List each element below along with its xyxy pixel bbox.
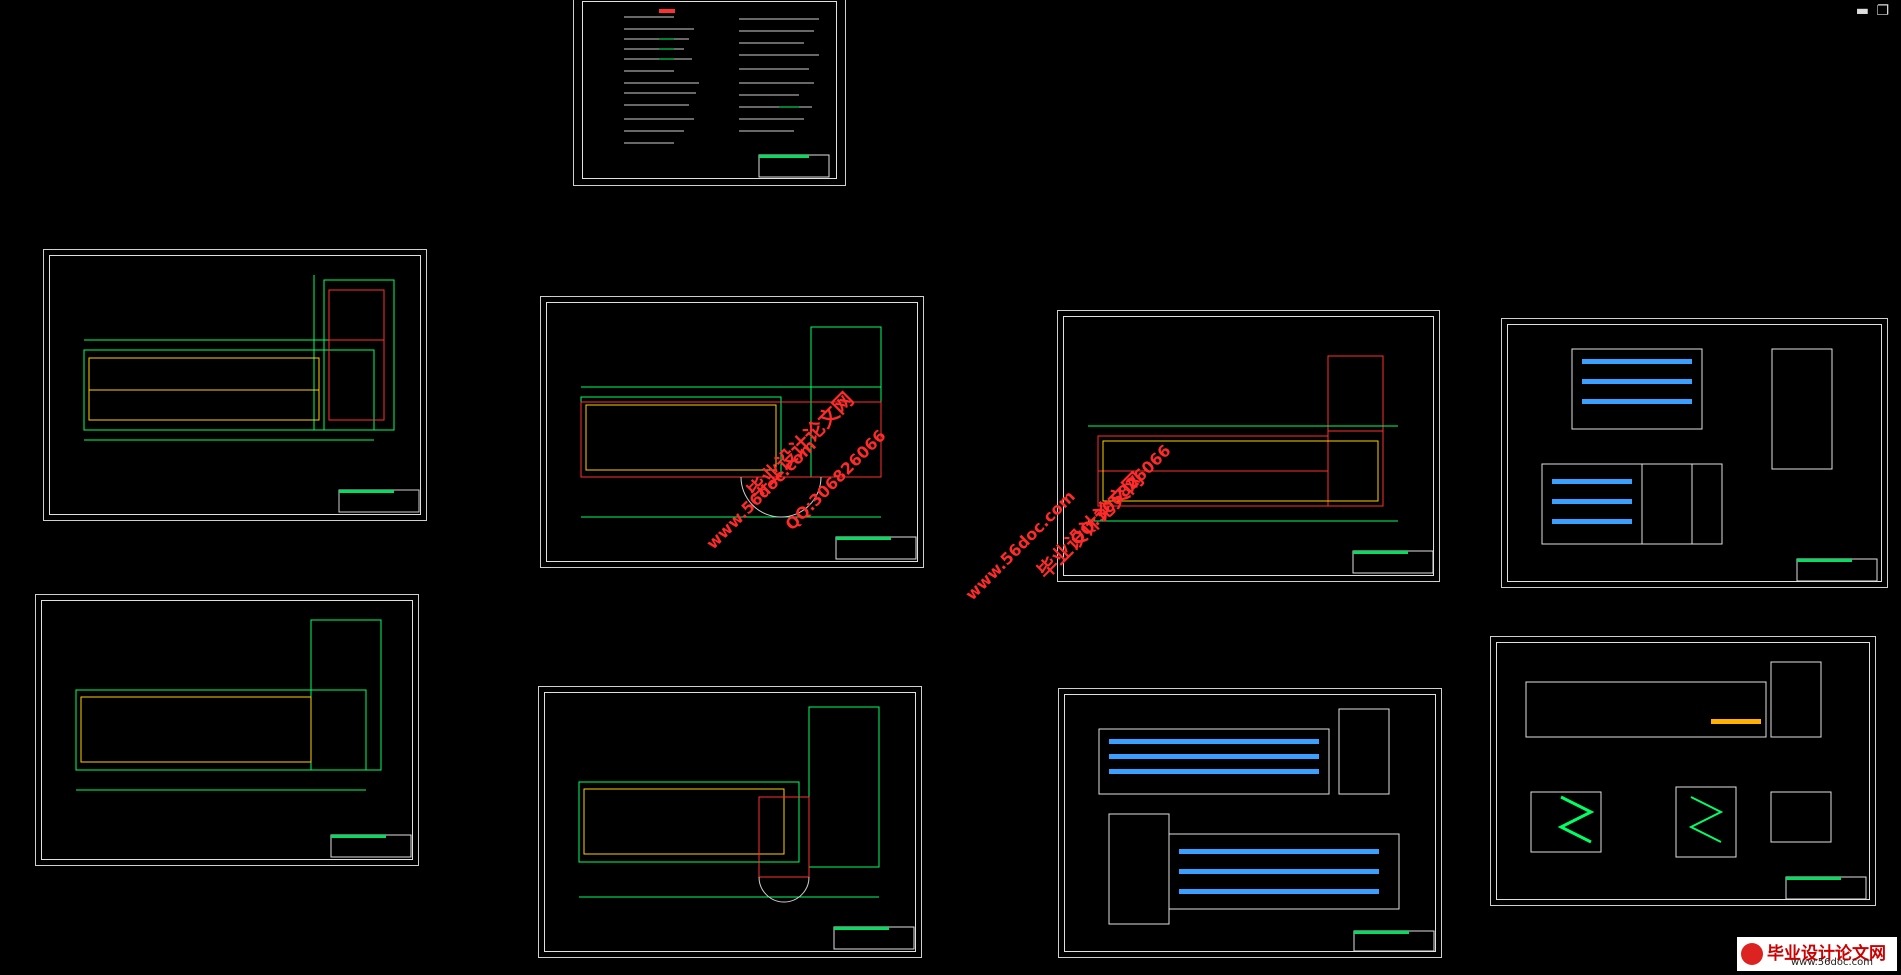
sheet-elevations-1[interactable]	[1501, 318, 1888, 588]
grid-plan-drawing	[1088, 355, 1434, 574]
restore-button[interactable]: ❐	[1876, 3, 1889, 19]
sheet-floor-plan-2[interactable]	[540, 296, 924, 568]
sheet-floor-plan-4[interactable]	[538, 686, 922, 958]
floor-plan-drawing	[83, 275, 420, 513]
minimize-button[interactable]: ▬	[1855, 3, 1869, 19]
logo-icon	[1741, 943, 1763, 965]
floor-plan-drawing	[580, 326, 917, 560]
site-logo: 毕业设计论文网 www.56doc.com	[1737, 937, 1897, 971]
elevation-drawing	[1541, 348, 1878, 582]
sheet-floor-plan-1[interactable]	[43, 249, 427, 521]
section-drawing	[1525, 661, 1867, 900]
logo-url: www.56doc.com	[1791, 957, 1874, 968]
sheet-elevations-2[interactable]	[1058, 688, 1442, 958]
floor-plan-drawing	[578, 706, 915, 950]
sheet-design-notes[interactable]	[573, 0, 846, 186]
logo-title: 毕业设计论文网	[1767, 944, 1886, 964]
sheet-floor-plan-3[interactable]	[35, 594, 419, 866]
sheet-grid-plan[interactable]	[1057, 310, 1440, 582]
floor-plan-drawing	[75, 619, 412, 858]
sheet-section-details[interactable]	[1490, 636, 1876, 906]
elevation-drawing	[1098, 708, 1435, 952]
notes-text-lines	[624, 9, 830, 178]
